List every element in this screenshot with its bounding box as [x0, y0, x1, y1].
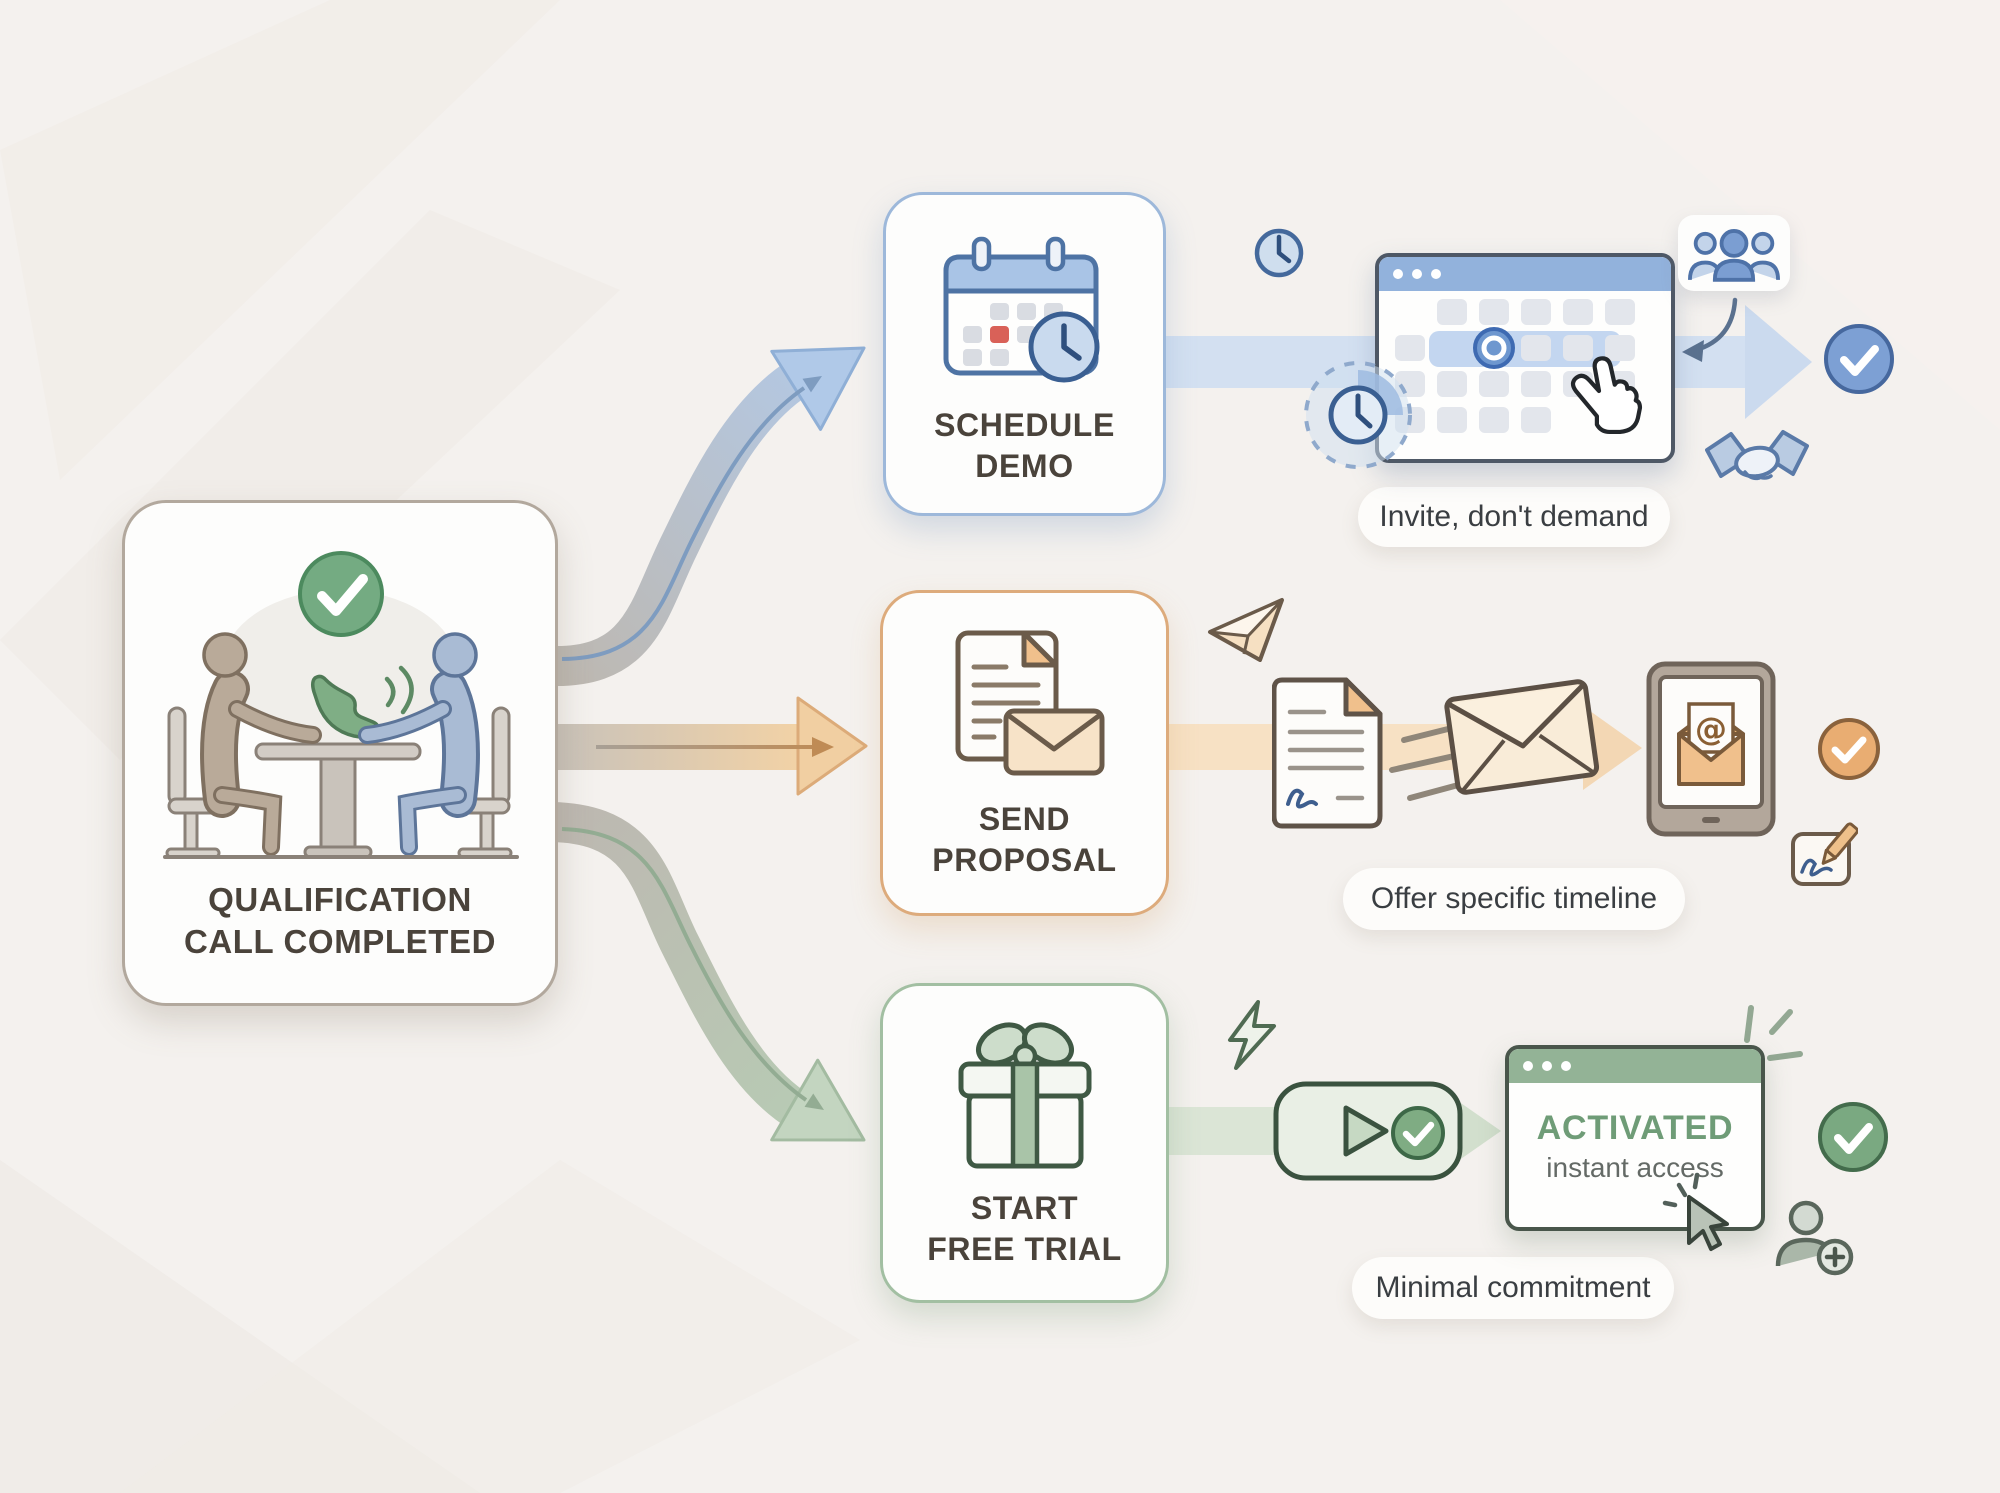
call-success-check-icon	[298, 551, 384, 637]
tablet-email-icon: @	[1646, 661, 1776, 837]
proposal-node: SEND PROPOSAL	[880, 590, 1169, 916]
proposal-node-label: SEND PROPOSAL	[932, 801, 1117, 878]
qualification-call-illustration	[163, 551, 519, 859]
attendees-connector-arrow	[1682, 297, 1738, 362]
gift-icon	[958, 1022, 1091, 1169]
source-node-label: QUALIFICATION CALL COMPLETED	[183, 880, 497, 960]
window-dot	[1393, 269, 1403, 279]
click-cursor-icon	[1662, 1172, 1729, 1251]
phone-call-icon	[310, 665, 414, 740]
signed-document-icon	[1272, 677, 1383, 829]
left-person	[200, 632, 322, 856]
window-dot	[1561, 1061, 1571, 1071]
clock-icon	[1254, 228, 1304, 278]
trial-success-check-icon	[1818, 1102, 1888, 1172]
source-node-qualification-call: QUALIFICATION CALL COMPLETED	[122, 500, 558, 1006]
demo-annotation-pill: Invite, don't demand	[1358, 487, 1670, 547]
activated-title: ACTIVATED	[1536, 1109, 1734, 1147]
signature-squiggle	[1286, 788, 1318, 809]
arrow-to-trial	[532, 802, 866, 1142]
table	[254, 742, 422, 859]
arrow-to-proposal	[552, 696, 868, 796]
sparkle-lines	[1744, 1005, 1803, 1061]
trial-annotation-pill: Minimal commitment	[1352, 1257, 1674, 1319]
calendar-clock-icon	[943, 236, 1099, 383]
activated-subtitle: instant access	[1546, 1152, 1724, 1183]
play-check-icon	[1391, 1106, 1445, 1160]
envelope-icon	[1441, 676, 1602, 802]
window-dot	[1523, 1061, 1533, 1071]
attendees-card	[1678, 215, 1790, 291]
group-people-icon	[1688, 229, 1780, 282]
backdrop-blob	[222, 590, 458, 746]
demo-success-check-icon	[1824, 324, 1894, 394]
activated-window: ACTIVATED instant access	[1505, 1045, 1765, 1251]
trial-node: START FREE TRIAL	[880, 983, 1169, 1303]
handshake-icon	[1705, 430, 1809, 481]
window-dot	[1431, 269, 1441, 279]
calendar-marked-day	[989, 326, 1009, 343]
proposal-annotation-pill: Offer specific timeline	[1343, 868, 1685, 930]
calendar-window	[1375, 253, 1675, 463]
paper-plane-icon	[1208, 598, 1284, 662]
speed-lines	[1389, 725, 1465, 801]
window-dot	[1542, 1061, 1552, 1071]
demo-node: SCHEDULE DEMO	[883, 192, 1166, 516]
selected-day	[1473, 327, 1515, 369]
add-user-icon	[1775, 1200, 1854, 1276]
arrow-to-demo	[532, 346, 866, 687]
activated-window-titlebar	[1509, 1049, 1761, 1083]
document-envelope-icon	[955, 630, 1104, 776]
calendar-window-titlebar	[1379, 257, 1671, 291]
proposal-success-check-icon	[1818, 718, 1880, 780]
dashed-clock-icon	[1304, 361, 1412, 469]
trial-node-label: START FREE TRIAL	[927, 1190, 1122, 1267]
demo-node-label: SCHEDULE DEMO	[934, 407, 1115, 484]
signature-pen-icon	[1791, 822, 1858, 886]
hand-cursor-icon	[1570, 356, 1643, 435]
lightning-icon	[1228, 1000, 1276, 1070]
right-person	[358, 632, 480, 856]
calendar-grid	[1395, 299, 1643, 435]
window-dot	[1412, 269, 1422, 279]
at-symbol: @	[1695, 710, 1727, 748]
